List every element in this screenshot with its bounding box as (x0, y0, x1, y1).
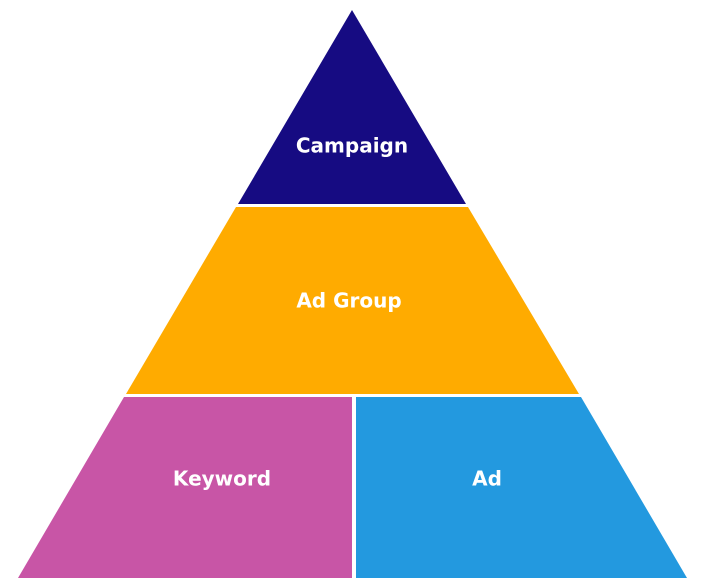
campaign-tier (238, 10, 466, 204)
ad-label: Ad (472, 467, 502, 491)
campaign-label: Campaign (296, 134, 408, 158)
keyword-label: Keyword (173, 467, 271, 491)
ad-group-tier (126, 207, 579, 394)
ad-tier (356, 397, 687, 578)
keyword-tier (18, 397, 352, 578)
ad-group-label: Ad Group (296, 289, 401, 313)
